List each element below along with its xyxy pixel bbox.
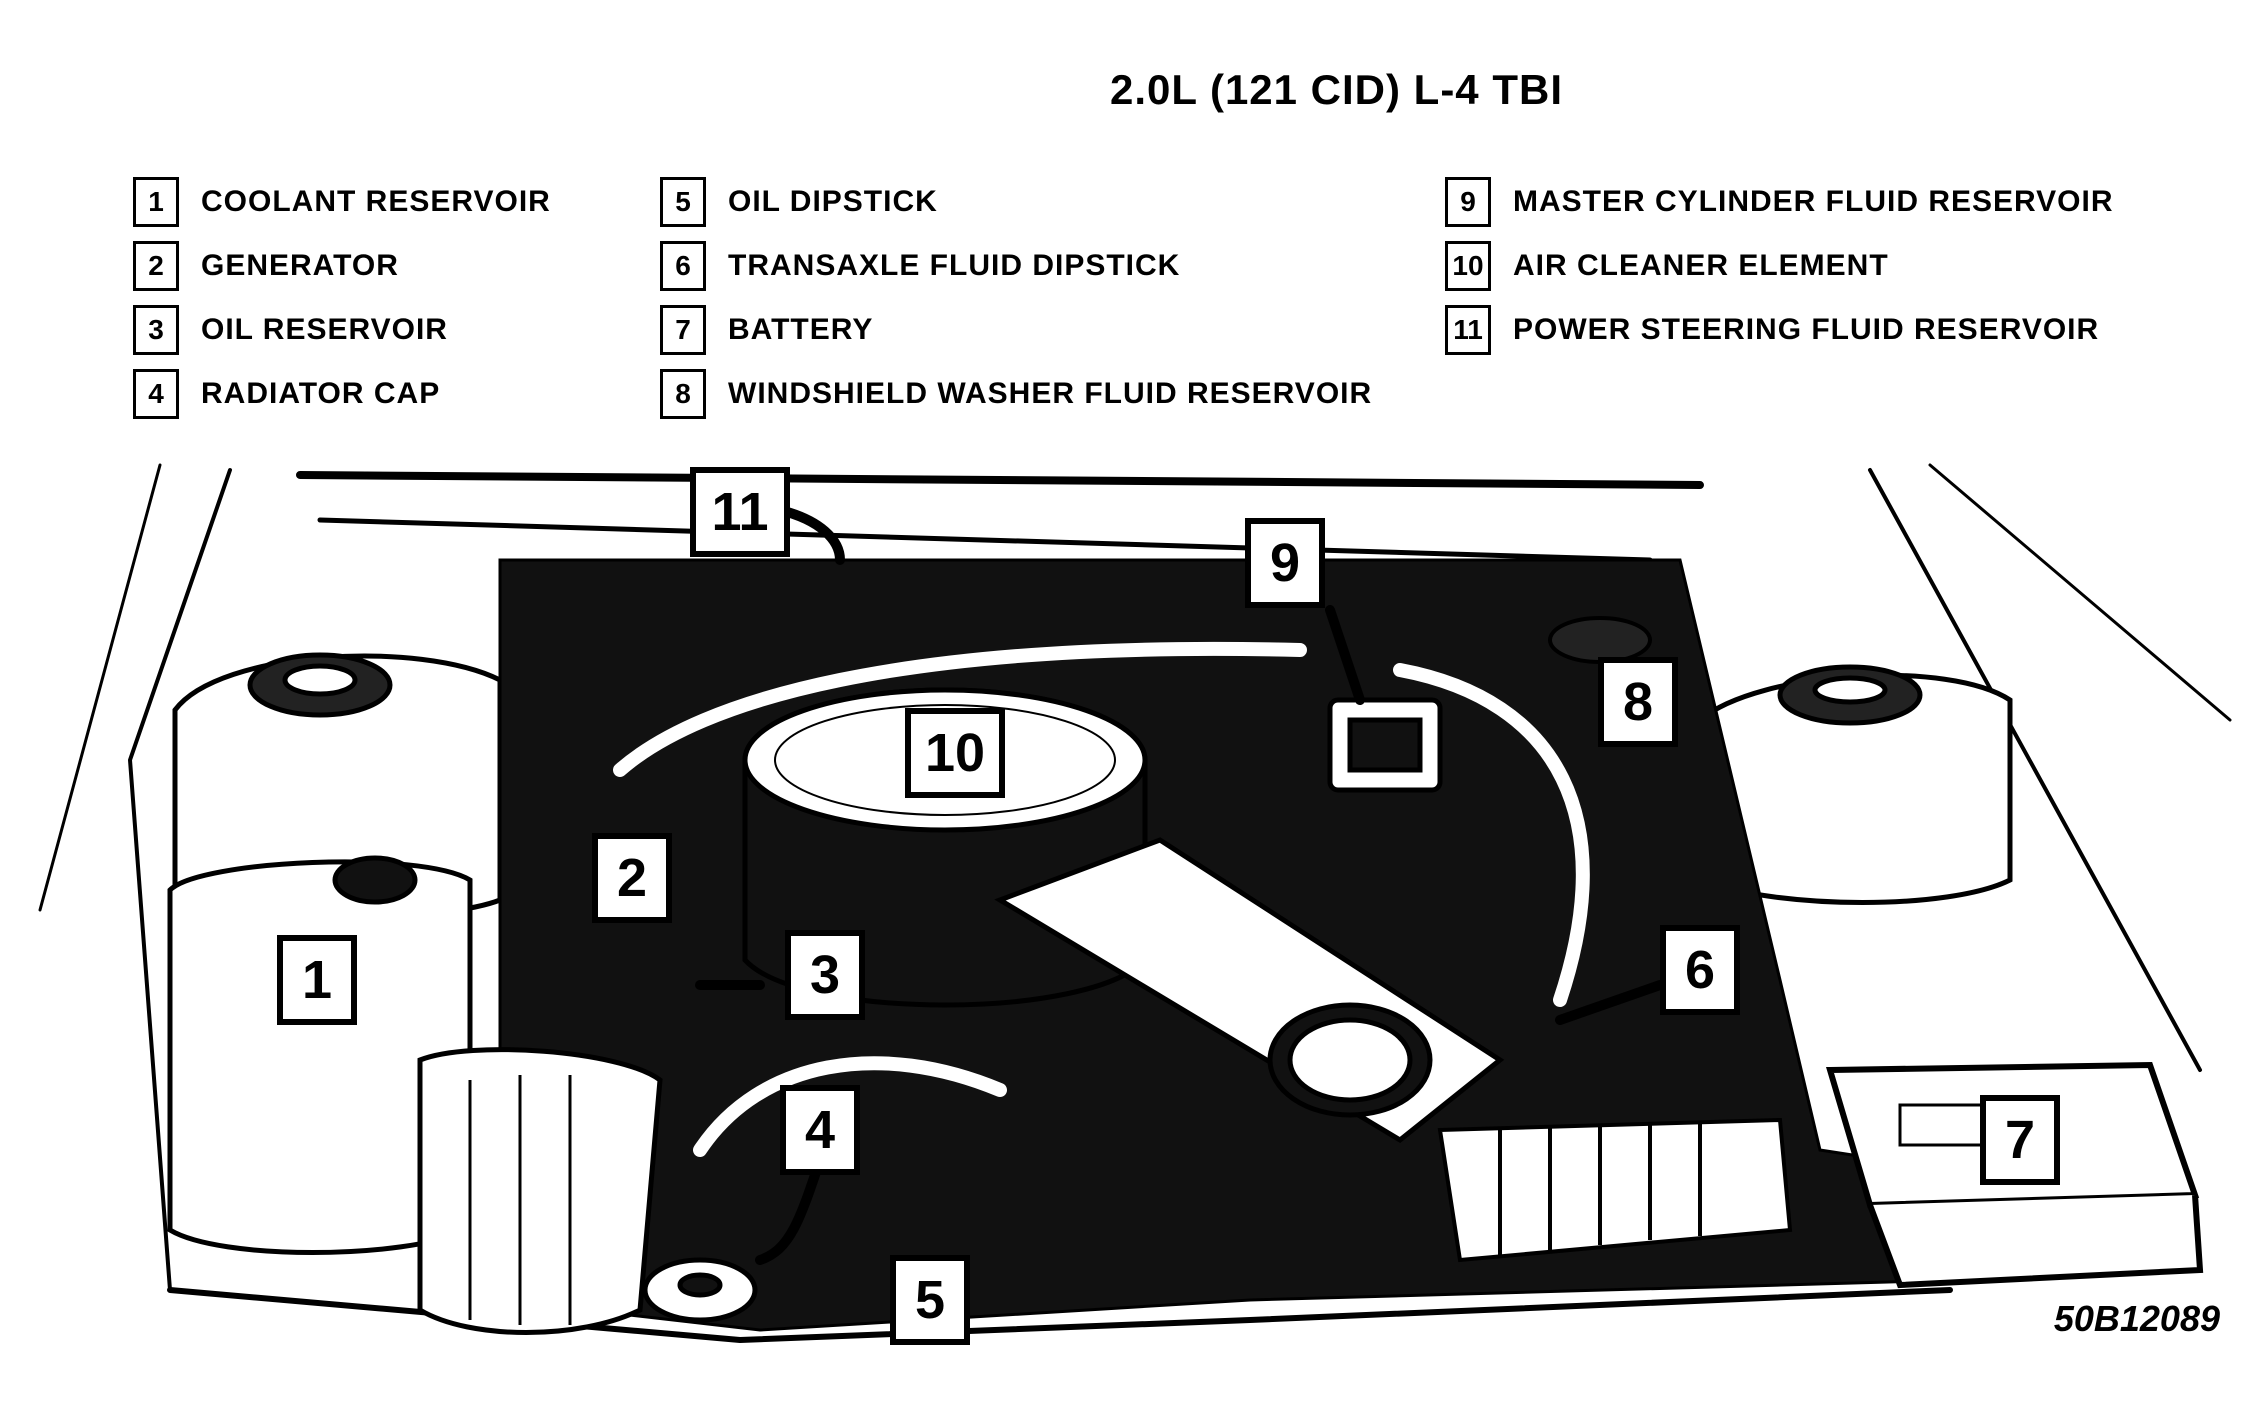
legend-label: MASTER CYLINDER FLUID RESERVOIR bbox=[1513, 185, 2114, 218]
cowl-line-lower bbox=[317, 517, 1653, 563]
callout-2: 2 bbox=[592, 833, 672, 923]
legend-number: 8 bbox=[660, 369, 706, 419]
right-fender-outline-inner bbox=[1868, 468, 2202, 1072]
brake-line bbox=[1393, 663, 1590, 1007]
legend-column-3: 9 MASTER CYLINDER FLUID RESERVOIR 10 AIR… bbox=[1445, 170, 2114, 362]
diagram-title: 2.0L (121 CID) L-4 TBI bbox=[1110, 66, 1563, 113]
legend-label: OIL RESERVOIR bbox=[201, 313, 448, 346]
legend-label: OIL DIPSTICK bbox=[728, 185, 938, 218]
legend-number: 7 bbox=[660, 305, 706, 355]
left-fender-outline-inner bbox=[128, 468, 232, 1292]
legend-number: 9 bbox=[1445, 177, 1491, 227]
legend-item: 6 TRANSAXLE FLUID DIPSTICK bbox=[660, 234, 1372, 298]
figure-code: 50B12089 bbox=[2053, 1298, 2220, 1339]
upper-hose bbox=[613, 641, 1307, 777]
legend-number: 6 bbox=[660, 241, 706, 291]
cowl-line bbox=[296, 471, 1704, 489]
callout-1: 1 bbox=[277, 935, 357, 1025]
legend-label: BATTERY bbox=[728, 313, 874, 346]
legend-number: 11 bbox=[1445, 305, 1491, 355]
legend-number: 3 bbox=[133, 305, 179, 355]
radiator-cap bbox=[642, 1257, 758, 1323]
legend-item: 4 RADIATOR CAP bbox=[133, 362, 551, 426]
legend-item: 10 AIR CLEANER ELEMENT bbox=[1445, 234, 2114, 298]
legend-item: 2 GENERATOR bbox=[133, 234, 551, 298]
legend-label: WINDSHIELD WASHER FLUID RESERVOIR bbox=[728, 377, 1373, 410]
washer-reservoir-cap bbox=[1548, 616, 1652, 664]
legend-item: 5 OIL DIPSTICK bbox=[660, 170, 1372, 234]
callout-5: 5 bbox=[890, 1255, 970, 1345]
legend-number: 1 bbox=[133, 177, 179, 227]
leader-arrow-9 bbox=[1325, 605, 1365, 705]
callout-9: 9 bbox=[1245, 518, 1325, 608]
heater-hose bbox=[693, 1056, 1007, 1157]
callout-10: 10 bbox=[905, 708, 1005, 798]
legend-label: RADIATOR CAP bbox=[201, 377, 441, 410]
right-strut-tower bbox=[1697, 664, 2013, 905]
leader-arrow-11 bbox=[775, 505, 845, 565]
legend-label: TRANSAXLE FLUID DIPSTICK bbox=[728, 249, 1181, 282]
right-fender-outline bbox=[1928, 463, 2232, 722]
battery bbox=[1826, 1061, 2204, 1289]
intake-duct bbox=[994, 837, 1505, 1144]
legend-number: 5 bbox=[660, 177, 706, 227]
legend-label: POWER STEERING FLUID RESERVOIR bbox=[1513, 313, 2100, 346]
callout-3: 3 bbox=[785, 930, 865, 1020]
legend-number: 4 bbox=[133, 369, 179, 419]
master-cylinder bbox=[1327, 697, 1443, 793]
leader-arrow-6 bbox=[1555, 980, 1665, 1025]
legend-item: 7 BATTERY bbox=[660, 298, 1372, 362]
legend-item: 1 COOLANT RESERVOIR bbox=[133, 170, 551, 234]
coolant-reservoir bbox=[167, 855, 473, 1255]
legend-column-1: 1 COOLANT RESERVOIR 2 GENERATOR 3 OIL RE… bbox=[133, 170, 551, 426]
legend-column-2: 5 OIL DIPSTICK 6 TRANSAXLE FLUID DIPSTIC… bbox=[660, 170, 1372, 426]
leader-arrow-4 bbox=[755, 1155, 825, 1265]
legend-number: 2 bbox=[133, 241, 179, 291]
legend-item: 9 MASTER CYLINDER FLUID RESERVOIR bbox=[1445, 170, 2114, 234]
legend-item: 11 POWER STEERING FLUID RESERVOIR bbox=[1445, 298, 2114, 362]
callout-11: 11 bbox=[690, 467, 790, 557]
legend-label: COOLANT RESERVOIR bbox=[201, 185, 551, 218]
legend-label: GENERATOR bbox=[201, 249, 399, 282]
left-fender-outline bbox=[38, 463, 162, 912]
legend-item: 8 WINDSHIELD WASHER FLUID RESERVOIR bbox=[660, 362, 1372, 426]
legend-label: AIR CLEANER ELEMENT bbox=[1513, 249, 1889, 282]
corrugated-hose bbox=[1437, 1117, 1793, 1263]
callout-7: 7 bbox=[1980, 1095, 2060, 1185]
callout-8: 8 bbox=[1598, 657, 1678, 747]
legend-item: 3 OIL RESERVOIR bbox=[133, 298, 551, 362]
callout-4: 4 bbox=[780, 1085, 860, 1175]
callout-6: 6 bbox=[1660, 925, 1740, 1015]
legend-number: 10 bbox=[1445, 241, 1491, 291]
generator bbox=[417, 1047, 663, 1335]
